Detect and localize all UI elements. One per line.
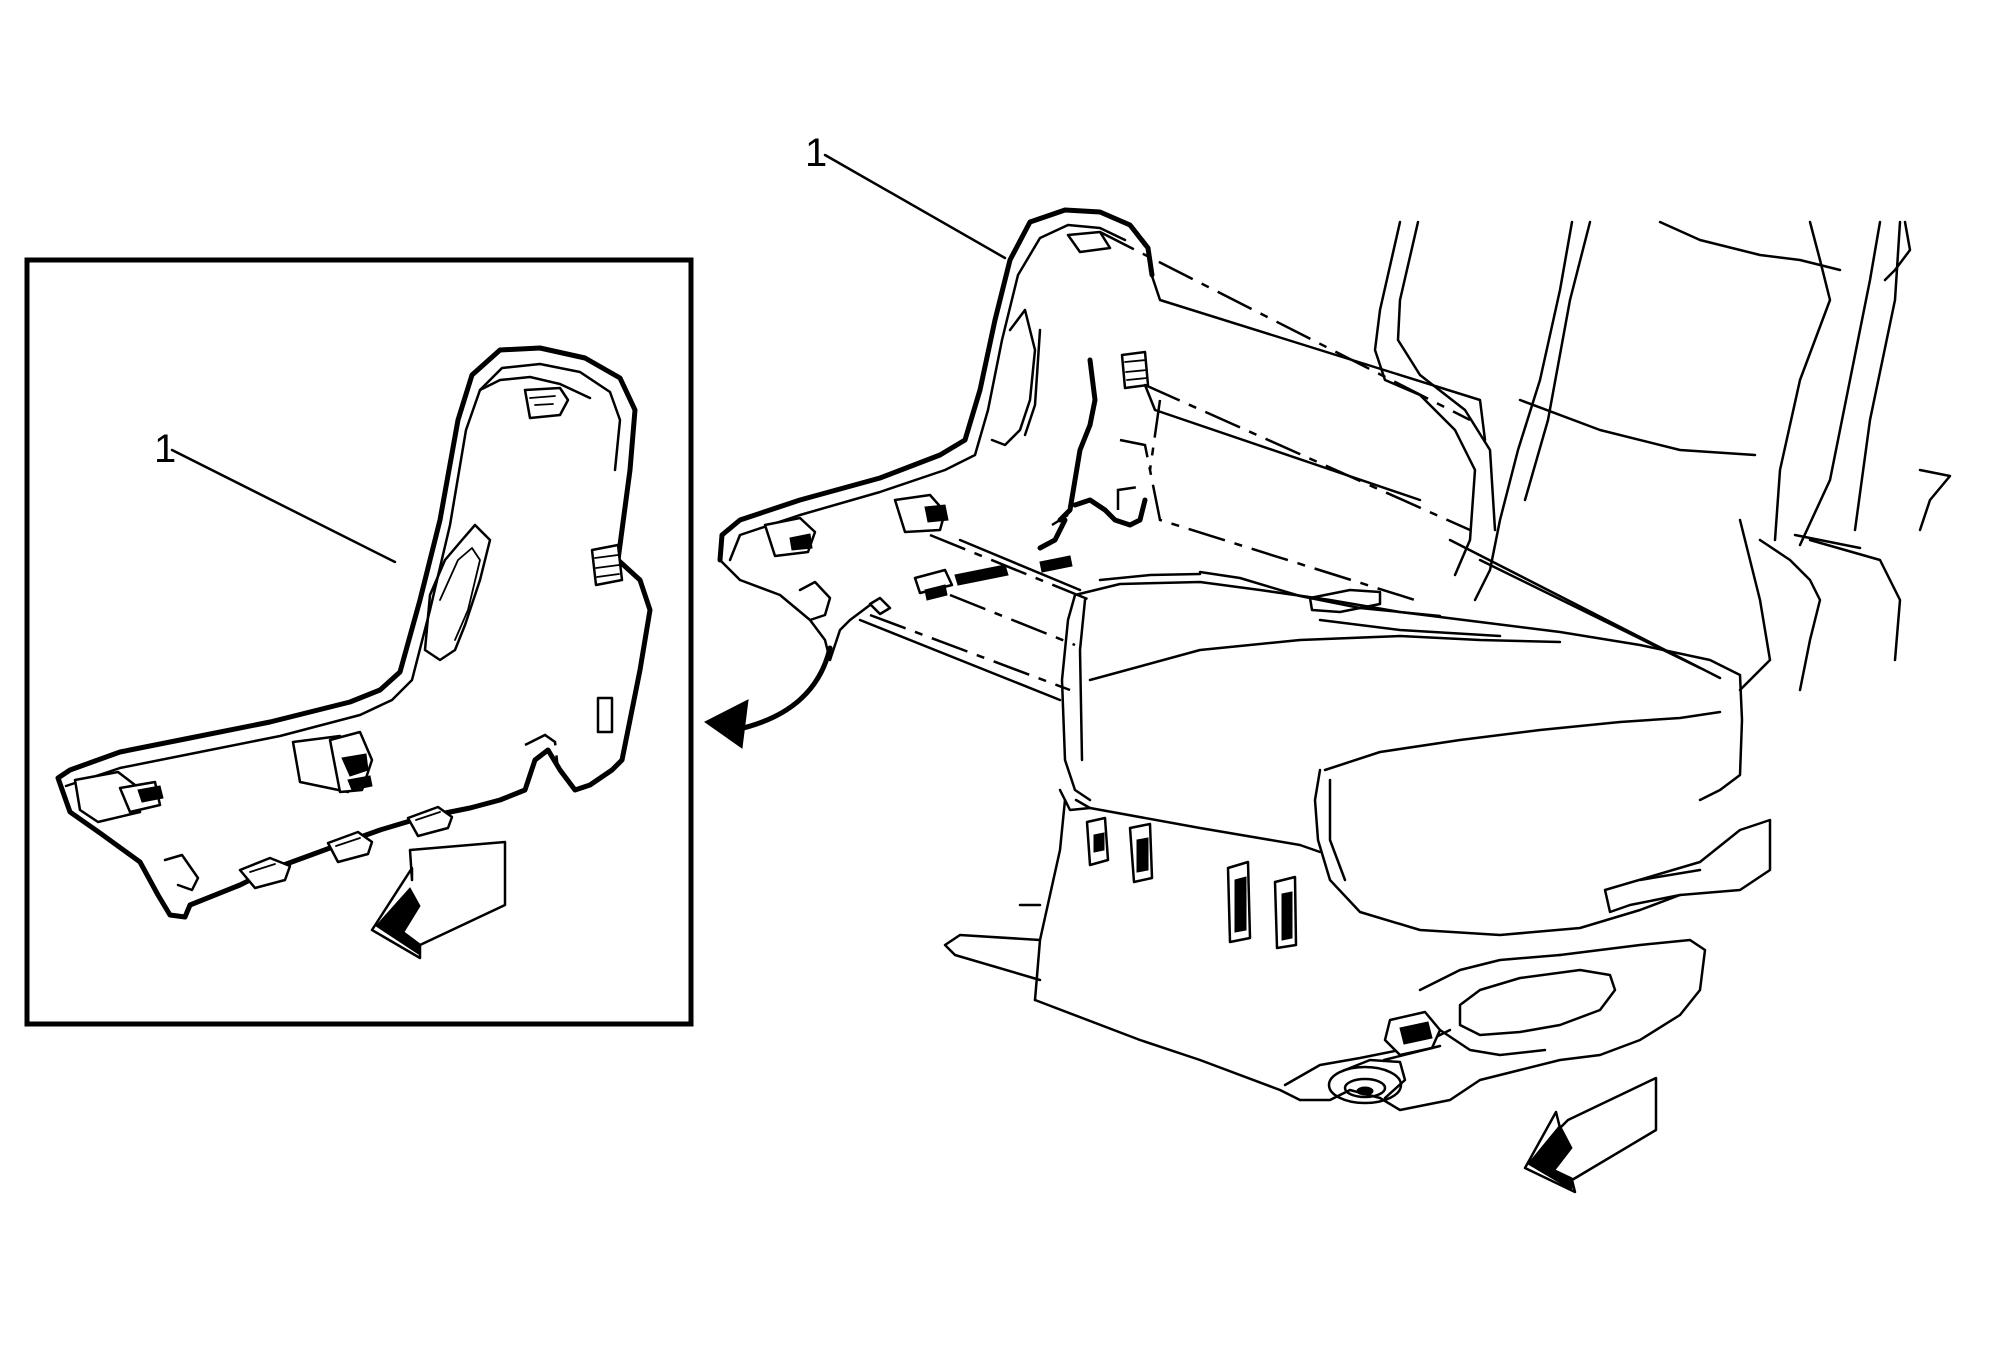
seat-frame <box>858 268 1722 702</box>
inset-frame <box>24 257 694 1027</box>
main-callout-label: 1 <box>805 131 827 175</box>
seat-riser-base <box>943 798 1707 1112</box>
riser-slots <box>1085 816 1298 950</box>
main-side-trim-panel <box>717 207 1155 662</box>
seat-cushion <box>1058 570 1772 937</box>
inset-leader-line <box>170 448 397 564</box>
main-leader-line <box>823 153 1007 260</box>
inset-callout-label: 1 <box>154 427 176 471</box>
center-bracket <box>291 730 374 794</box>
retainer-tab-2 <box>326 830 374 864</box>
vehicle-front-arrow-icon-main <box>1523 1076 1658 1194</box>
retainer-tab-1 <box>238 856 292 890</box>
main-seat-assembly: 1 <box>717 131 1952 1194</box>
explode-guide-lines <box>869 230 1471 692</box>
vehicle-front-arrow-icon <box>370 840 507 960</box>
retainer-tab-3 <box>406 805 454 838</box>
seat-side-trim-panel <box>55 345 653 920</box>
detail-inset: 1 <box>24 257 694 1027</box>
removal-arrow-icon <box>704 645 833 749</box>
